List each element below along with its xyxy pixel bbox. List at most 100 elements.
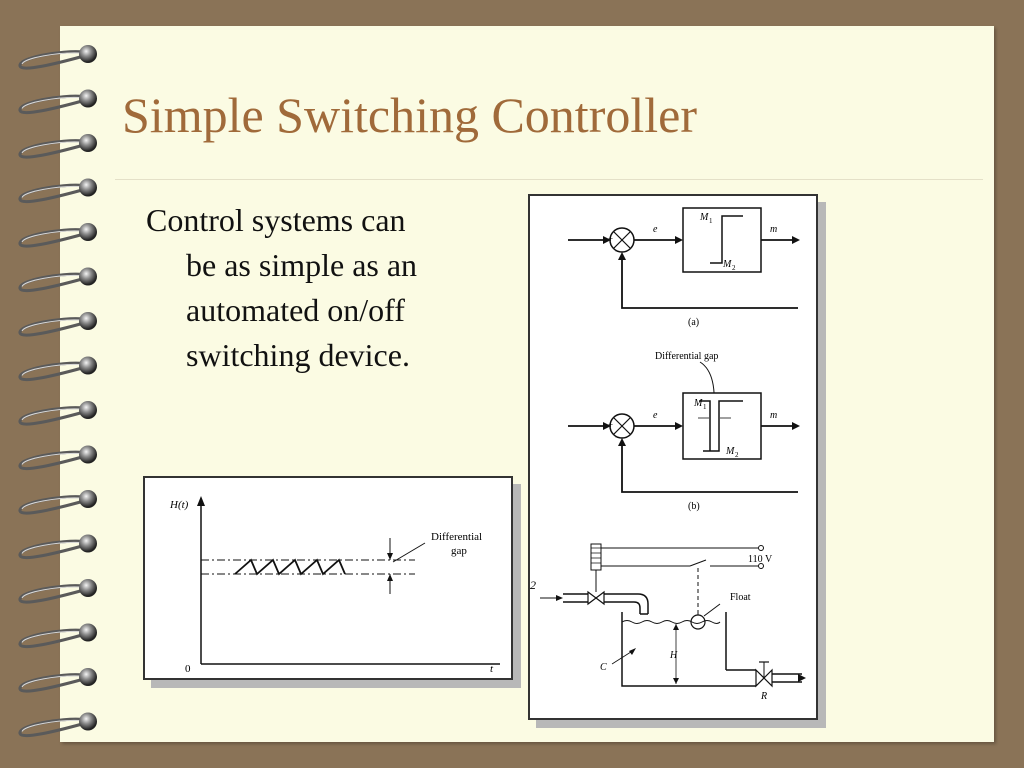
b-minus: − [615, 432, 620, 442]
c-solenoid [590, 543, 602, 571]
diagram-c-tank: 2 110 V [530, 543, 806, 702]
c-switch-blade [689, 559, 707, 567]
a-minus: − [615, 246, 620, 256]
c-H-label: H [669, 650, 678, 661]
bullet-line-3: automated on/off [186, 292, 405, 328]
spiral-ring-highlight [21, 586, 81, 599]
c-height-arrow-bottom [673, 678, 679, 684]
c-outlet-arrow [798, 674, 806, 682]
c-tank-wall-left [621, 612, 750, 687]
spiral-ring-highlight [21, 363, 81, 376]
b-e-label: e [653, 410, 658, 421]
spiral-ring [18, 139, 85, 159]
y-axis-arrow [197, 496, 205, 506]
c-terminal-bottom [758, 563, 764, 569]
c-solenoid-coils [591, 547, 601, 564]
spiral-ring [18, 584, 85, 604]
gap-arrowhead-bottom [387, 574, 393, 581]
spiral-ring-highlight [21, 541, 81, 554]
origin-label: 0 [185, 663, 191, 675]
spiral-ring-hole [79, 45, 97, 63]
spiral-ring-hole [79, 534, 97, 553]
spiral-ring [18, 539, 85, 560]
spiral-ring-hole [79, 356, 97, 375]
c-terminal-top [758, 545, 764, 551]
spiral-ring [18, 272, 85, 293]
b-gap-label: Differential gap [655, 351, 718, 362]
bullet-line-4: switching device. [186, 337, 410, 373]
controller-diagrams-figure: + − e M 1 M 2 m (a) Differential g [528, 194, 818, 720]
slide-title: Simple Switching Controller [122, 87, 697, 143]
spiral-ring-hole [79, 312, 97, 330]
spiral-ring-hole [79, 712, 97, 731]
spiral-ring-hole [79, 267, 97, 286]
level-time-plot: H(t) 0 t Differential gap [169, 496, 500, 675]
spiral-ring-highlight [21, 630, 81, 643]
title-divider [115, 179, 983, 180]
c-C-arrowhead [629, 648, 636, 655]
a-plus: + [608, 234, 613, 244]
b-feedback-arrow [618, 438, 626, 446]
c-float-label: Float [730, 592, 751, 603]
spiral-ring [18, 183, 85, 204]
spiral-ring-hole [79, 490, 97, 508]
spiral-ring-highlight [21, 452, 81, 465]
spiral-ring [18, 717, 85, 738]
a-junction-cross-2 [613, 231, 631, 249]
spiral-ring-highlight [21, 675, 81, 688]
b-controller-block [682, 392, 762, 460]
spiral-ring [18, 673, 85, 693]
spiral-ring-hole [79, 223, 97, 241]
spiral-ring-highlight [21, 141, 81, 154]
spiral-ring-hole [79, 178, 97, 197]
a-caption: (a) [688, 317, 699, 328]
c-R-label: R [760, 691, 767, 702]
c-float-leader [703, 603, 721, 617]
spiral-ring [18, 495, 85, 515]
diagram-a: + − e M 1 M 2 m (a) [568, 207, 800, 328]
a-switch-curve [710, 215, 743, 264]
spiral-ring-highlight [21, 319, 81, 332]
b-output-arrow [792, 422, 800, 430]
a-e-label: e [653, 224, 658, 235]
b-plus: + [608, 420, 613, 430]
c-inlet-valve-left [587, 590, 597, 606]
spiral-ring-hole [79, 623, 97, 642]
spiral-ring-hole [79, 401, 97, 419]
a-error-arrow [675, 236, 683, 244]
b-M2: M [725, 446, 735, 457]
spiral-ring-highlight [21, 96, 81, 109]
spiral-ring-highlight [21, 408, 81, 421]
a-feedback-arrow [618, 252, 626, 260]
c-inlet-pipe-bend-outer [604, 593, 649, 614]
c-float [690, 614, 706, 630]
spiral-ring [18, 450, 85, 471]
controller-diagrams: + − e M 1 M 2 m (a) Differential g [530, 207, 806, 702]
b-feedback-line [621, 440, 798, 493]
c-C-label: C [600, 662, 607, 673]
c-inlet-pipe-bend-inner [604, 601, 641, 614]
spiral-ring-highlight [21, 497, 81, 510]
b-junction-cross-2 [613, 417, 631, 435]
a-m-label: m [770, 224, 777, 235]
spiral-ring-highlight [21, 274, 81, 287]
y-axis-label: H(t) [169, 499, 189, 511]
b-M1-sub: 1 [703, 403, 707, 411]
c-water-surface [621, 620, 721, 624]
a-feedback-line [621, 254, 798, 309]
c-height-arrow-top [673, 624, 679, 630]
level-sawtooth [234, 558, 346, 576]
bullet-line-2: be as simple as an [186, 247, 418, 283]
c-input-arrowhead [556, 595, 563, 601]
bullet-line-1: Control systems can [146, 202, 406, 238]
spiral-binding [18, 45, 97, 738]
b-input-arrow [603, 422, 611, 430]
c-outlet-valve-right [763, 668, 773, 688]
c-voltage: 110 V [748, 554, 773, 565]
a-input-arrow [603, 236, 611, 244]
a-M2-sub: 2 [732, 264, 736, 272]
x-axis-label: t [490, 663, 494, 675]
spiral-ring-highlight [21, 719, 81, 732]
spiral-ring [18, 94, 85, 115]
a-M1-sub: 1 [709, 217, 713, 225]
